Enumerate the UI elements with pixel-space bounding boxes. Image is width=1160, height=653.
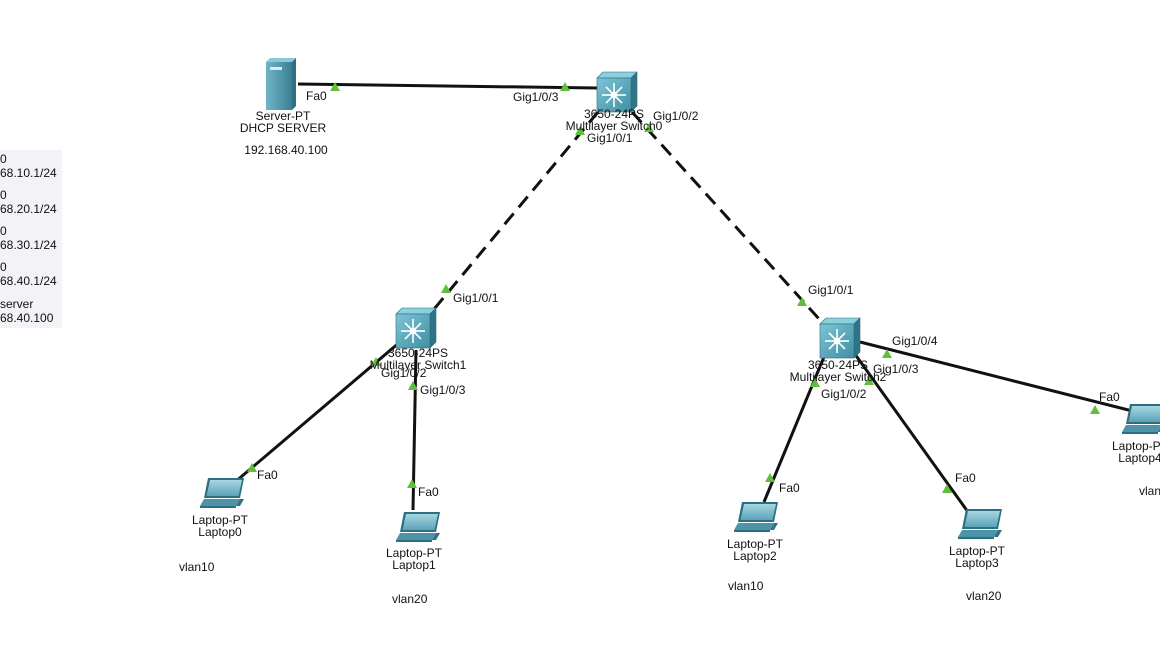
laptop2[interactable] <box>734 502 778 532</box>
link-switch-right-laptop3[interactable] <box>850 349 970 513</box>
laptop0-label: Laptop-PT Laptop0 <box>192 514 248 538</box>
link-server-core[interactable] <box>297 82 598 90</box>
laptop3[interactable] <box>958 509 1002 539</box>
port-label: Gig1/0/3 <box>513 90 559 104</box>
laptop1-label: Laptop-PT Laptop1 <box>386 547 442 571</box>
server-label: Server-PT DHCP SERVER <box>240 110 326 134</box>
link-core-switch-right[interactable] <box>630 110 822 322</box>
port-label: Gig1/0/1 <box>808 283 854 297</box>
laptop1-name: Laptop1 <box>392 558 436 572</box>
vlan-note: vlan10 <box>728 579 764 593</box>
port-label: Gig1/0/2 <box>381 366 427 380</box>
port-label: Fa0 <box>955 471 976 485</box>
multilayer-switch-icon <box>596 71 638 113</box>
laptop-icon <box>958 509 1002 539</box>
multilayer-switch-icon <box>395 307 437 349</box>
port-label: Fa0 <box>257 468 278 482</box>
note-line: 0 <box>0 224 7 238</box>
dhcp-server[interactable] <box>266 58 296 110</box>
laptop3-name: Laptop3 <box>955 556 999 570</box>
laptop3-type: Laptop-PT <box>948 544 1006 558</box>
laptop3-label: Laptop-PT Laptop3 <box>949 545 1005 569</box>
port-label: Fa0 <box>306 89 327 103</box>
note-line: 0 <box>0 188 7 202</box>
port-label: Gig1/0/4 <box>892 334 938 348</box>
laptop2-name: Laptop2 <box>733 549 777 563</box>
vlan-note: vlan20 <box>966 589 1002 603</box>
laptop0-type: Laptop-PT <box>191 513 249 527</box>
port-label: Gig1/0/1 <box>453 291 499 305</box>
link-switch-right-laptop2[interactable] <box>762 351 828 503</box>
server-ip: 192.168.40.100 <box>244 143 328 157</box>
link-core-switch-left[interactable] <box>428 111 600 315</box>
note-line: 0 <box>0 152 7 166</box>
laptop-icon <box>396 512 440 542</box>
note-line: 68.30.1/24 <box>0 238 57 252</box>
port-label: Gig1/0/2 <box>821 387 867 401</box>
laptop2-label: Laptop-PT Laptop2 <box>727 538 783 562</box>
note-line: 0 <box>0 260 7 274</box>
core-switch-type: 3650-24PS <box>583 107 645 121</box>
link-switch-left-laptop0[interactable] <box>227 340 401 490</box>
switch-right[interactable] <box>819 317 861 359</box>
port-label: Gig1/0/2 <box>653 109 699 123</box>
port-label: Gig1/0/3 <box>420 383 466 397</box>
vlan-note: vlan <box>1139 484 1160 498</box>
laptop2-type: Laptop-PT <box>726 537 784 551</box>
port-label: Gig1/0/1 <box>587 131 633 145</box>
link-switch-right-laptop4[interactable] <box>859 340 1160 420</box>
port-indicators <box>247 82 1100 493</box>
note-line: server <box>0 297 34 311</box>
port-label: Gig1/0/3 <box>873 362 919 376</box>
laptop4-type: Laptop-PT <box>1111 439 1160 453</box>
switch-left-type: 3650-24PS <box>387 346 449 360</box>
note-line: 68.10.1/24 <box>0 166 57 180</box>
core-switch-label: 3650-24PS Multilayer Switch0 <box>566 108 663 132</box>
note-line: 68.40.1/24 <box>0 274 57 288</box>
links <box>227 82 1160 513</box>
laptop4-label: Laptop-PT Laptop4 <box>1112 440 1160 464</box>
switch-right-name: Multilayer Switch2 <box>789 370 887 384</box>
multilayer-switch-icon <box>819 317 861 359</box>
laptop0-name: Laptop0 <box>198 525 242 539</box>
switch-left-label: 3650-24PS Multilayer Switch1 <box>370 347 467 371</box>
core-switch-name: Multilayer Switch0 <box>565 119 663 133</box>
server-type: Server-PT <box>255 109 311 123</box>
port-label: Fa0 <box>418 485 439 499</box>
port-label: Fa0 <box>779 481 800 495</box>
core-switch[interactable] <box>596 71 638 113</box>
note-line: 68.40.100 <box>0 311 54 325</box>
switch-left-name: Multilayer Switch1 <box>369 358 467 372</box>
server-name: DHCP SERVER <box>239 121 327 135</box>
ip-note-panel: 0 68.10.1/24 0 68.20.1/24 0 68.30.1/24 0… <box>0 150 62 328</box>
laptop4-name: Laptop4 <box>1118 451 1160 465</box>
switch-right-type: 3650-24PS <box>807 358 869 372</box>
note-line: 68.20.1/24 <box>0 202 57 216</box>
laptop-icon <box>734 502 778 532</box>
vlan-note: vlan20 <box>392 592 428 606</box>
laptop1-type: Laptop-PT <box>385 546 443 560</box>
vlan-note: vlan10 <box>179 560 215 574</box>
switch-left[interactable] <box>395 307 437 349</box>
switch-right-label: 3650-24PS Multilayer Switch2 <box>790 359 887 383</box>
laptop1[interactable] <box>396 512 440 542</box>
port-label: Fa0 <box>1099 390 1120 404</box>
laptop-icon <box>200 478 244 508</box>
laptop0[interactable] <box>200 478 244 508</box>
